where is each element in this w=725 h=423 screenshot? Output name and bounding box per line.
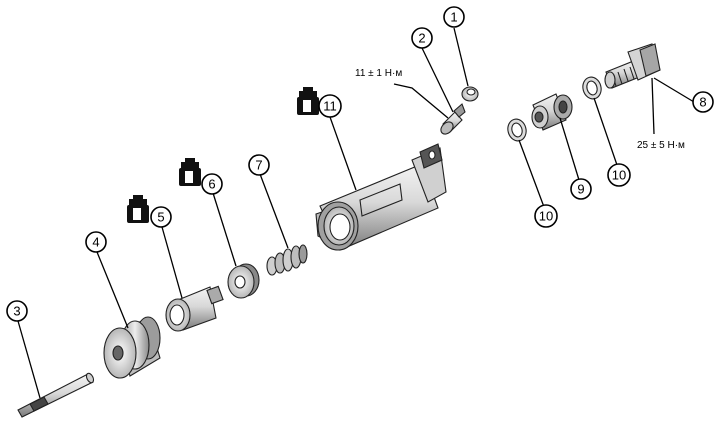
- leader-lines: [17, 27, 695, 399]
- union-fitting-part: [531, 93, 573, 131]
- callout-9: 9: [570, 178, 592, 200]
- callout-6: 6: [201, 173, 223, 195]
- callout-1: 1: [443, 6, 465, 28]
- bleeder-cap-part: [461, 86, 479, 102]
- callout-6-label: 6: [208, 177, 215, 192]
- torque-label-bolt: 25 ± 5 Н·м: [637, 140, 685, 151]
- callout-7: 7: [248, 154, 270, 176]
- callout-5: 5: [150, 206, 172, 228]
- callout-8: 8: [692, 91, 714, 113]
- callout-11-label: 11: [323, 99, 337, 114]
- washer-left-part: [507, 118, 527, 142]
- callout-11: 11: [318, 94, 342, 118]
- callout-10-right-label: 10: [612, 168, 626, 183]
- callout-8-label: 8: [699, 95, 706, 110]
- callout-7-label: 7: [255, 158, 262, 173]
- banjo-bolt-part: [604, 43, 661, 89]
- callout-10-left: 10: [534, 204, 558, 228]
- lubricant-icon-6: [179, 158, 201, 186]
- callout-4: 4: [85, 231, 107, 253]
- callout-2-label: 2: [418, 31, 425, 46]
- piston-part: [165, 285, 224, 332]
- callout-5-label: 5: [157, 210, 164, 225]
- lubricant-icon-5: [127, 195, 149, 223]
- seal-cup-part: [227, 263, 260, 299]
- callout-10-left-label: 10: [539, 209, 553, 224]
- callout-2: 2: [411, 27, 433, 49]
- callout-9-label: 9: [577, 182, 584, 197]
- dust-boot-part: [103, 316, 161, 379]
- washer-right-part: [582, 76, 602, 100]
- callout-3-label: 3: [13, 304, 20, 319]
- callout-3: 3: [6, 300, 28, 322]
- callout-10-right: 10: [607, 163, 631, 187]
- lubricant-icon-11: [297, 87, 319, 115]
- push-rod-part: [17, 372, 95, 418]
- callout-1-label: 1: [450, 10, 457, 25]
- callout-4-label: 4: [92, 235, 99, 250]
- bleeder-screw-part: [440, 103, 466, 135]
- spring-part: [266, 244, 308, 276]
- cylinder-body-part: [315, 143, 447, 251]
- torque-label-bleeder: 11 ± 1 Н·м: [355, 68, 402, 79]
